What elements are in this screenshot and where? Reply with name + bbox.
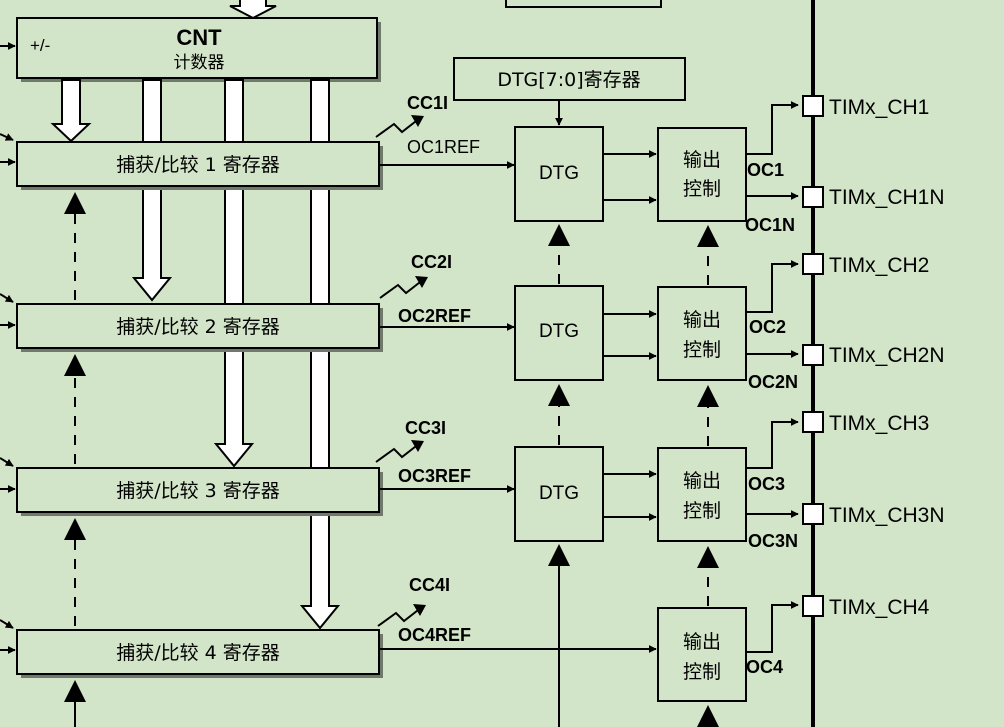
dtg-register-label: DTG[7:0]寄存器 [497, 69, 640, 91]
pin-ch2-label: TIMx_CH2 [829, 254, 929, 277]
cnt-title: CNT [176, 25, 222, 50]
pin-ch1-label: TIMx_CH1 [829, 96, 929, 119]
dtg-dashed-links [548, 224, 570, 727]
oc1-label: OC1 [747, 160, 784, 180]
ocref-lines [379, 161, 657, 653]
cc3-register: 捕获/比较 3 寄存器 [16, 467, 383, 516]
oc3n-label: OC3N [748, 531, 798, 551]
pin-ch3n-label: TIMx_CH3N [829, 504, 945, 527]
pin-squares [802, 95, 824, 617]
register-left-inputs [0, 133, 16, 654]
cc3-interrupt-label: CC3I [405, 418, 446, 438]
out-ctrl1-line2: 控制 [683, 178, 721, 200]
dtg1-label: DTG [539, 163, 579, 184]
cnt-subtitle: 计数器 [174, 53, 225, 73]
dtg1-block: DTG [514, 126, 604, 222]
oc2n-label: OC2N [748, 372, 798, 392]
cnt-block: CNT 计数器 +/- [16, 17, 381, 82]
out-ctrl1-block: 输出 控制 [657, 127, 747, 222]
bus-cnt-to-cc1 [50, 79, 92, 143]
bus-cnt-to-cc3 [213, 79, 255, 468]
cc-registers: 捕获/比较 1 寄存器 捕获/比较 2 寄存器 捕获/比较 3 寄存器 捕获/比… [16, 141, 383, 678]
cc4-register: 捕获/比较 4 寄存器 [16, 629, 383, 678]
output-lines [746, 101, 799, 653]
register-dashed-links [64, 192, 86, 727]
pin-ch4-label: TIMx_CH4 [829, 596, 930, 619]
dtg2-block: DTG [514, 285, 604, 381]
pin-ch1n-label: TIMx_CH1N [829, 186, 945, 209]
out-ctrl2-line2: 控制 [683, 339, 721, 361]
interrupt-arrowheads [411, 115, 428, 616]
oc1n-label: OC1N [745, 215, 795, 235]
dtg-to-output-arrows [603, 150, 657, 521]
out-ctrl4-block: 输出 控制 [657, 607, 747, 702]
out-ctrl3-line2: 控制 [683, 500, 721, 522]
pin-ch3-label: TIMx_CH3 [829, 412, 929, 435]
cc2-register-label: 捕获/比较 2 寄存器 [116, 316, 280, 338]
out-ctrl4-line1: 输出 [683, 631, 721, 653]
oc1ref-label: OC1REF [407, 137, 480, 157]
out-ctrl3-line1: 输出 [683, 470, 721, 492]
dtg3-block: DTG [514, 446, 604, 542]
out-ctrl2-block: 输出 控制 [657, 286, 747, 381]
oc2ref-label: OC2REF [398, 306, 471, 326]
oc2-label: OC2 [749, 317, 786, 337]
out-ctrl1-line1: 输出 [683, 149, 721, 171]
cc4-register-label: 捕获/比较 4 寄存器 [116, 642, 280, 664]
out-ctrl2-line1: 输出 [683, 309, 721, 331]
dtg3-label: DTG [539, 483, 579, 504]
dtg2-label: DTG [539, 321, 579, 342]
cc1-register-label: 捕获/比较 1 寄存器 [116, 154, 280, 176]
oc4-label: OC4 [746, 657, 783, 677]
oc3-label: OC3 [748, 474, 785, 494]
interrupt-arrows [375, 117, 425, 627]
out-ctrl-dashed-links [697, 225, 719, 727]
cc1-interrupt-label: CC1I [407, 93, 448, 113]
dtg-register-block: DTG[7:0]寄存器 [453, 57, 686, 101]
cc2-interrupt-label: CC2I [411, 252, 452, 272]
oc3ref-label: OC3REF [398, 466, 471, 486]
pin-ch2n-label: TIMx_CH2N [829, 344, 945, 367]
out-ctrl4-line2: 控制 [683, 661, 721, 683]
cnt-updown-label: +/- [30, 36, 50, 55]
oc4ref-label: OC4REF [398, 625, 471, 645]
cc3-register-label: 捕获/比较 3 寄存器 [116, 480, 280, 502]
out-ctrl3-block: 输出 控制 [657, 447, 747, 542]
bus-into-cnt-arrow [229, 0, 277, 20]
cc2-register: 捕获/比较 2 寄存器 [16, 303, 383, 352]
cc1-register: 捕获/比较 1 寄存器 [16, 141, 383, 190]
cc4-interrupt-label: CC4I [409, 575, 450, 595]
top-partial-box [505, 0, 662, 8]
